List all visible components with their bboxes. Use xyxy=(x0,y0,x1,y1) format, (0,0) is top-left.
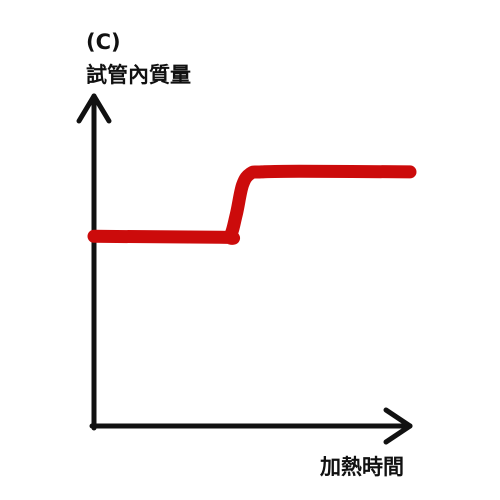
y-axis-label: 試管內質量 xyxy=(86,63,191,87)
y-axis-arrow-head xyxy=(76,93,112,124)
series-line-0 xyxy=(87,164,417,245)
series-layer xyxy=(87,164,417,245)
x-axis-label: 加熱時間 xyxy=(319,455,404,479)
x-axis-arrow-head xyxy=(383,407,413,445)
axes xyxy=(76,93,413,445)
panel-label: (C) xyxy=(86,30,121,54)
